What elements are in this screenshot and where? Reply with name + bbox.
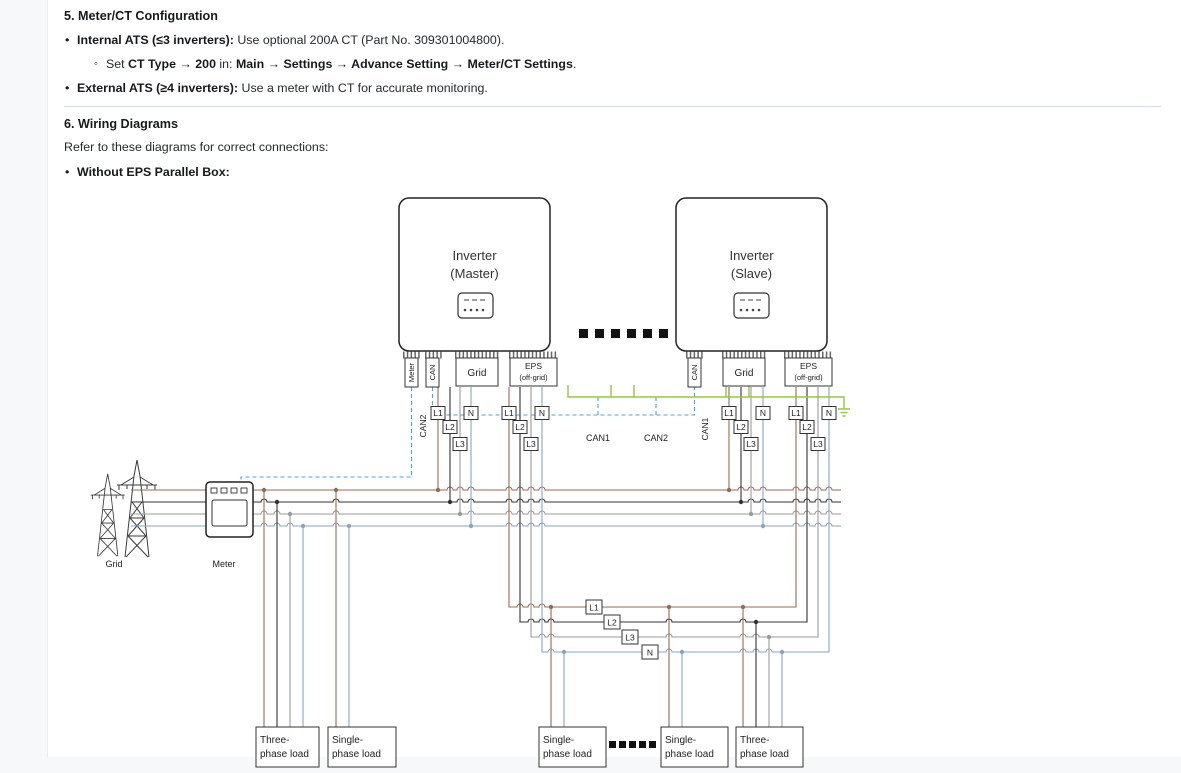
- terminal-l1: L1: [724, 408, 734, 418]
- inverter-master-label: Inverter: [452, 248, 497, 263]
- section6-list: Without EPS Parallel Box:: [64, 165, 1161, 179]
- load-label: Three-: [740, 735, 769, 746]
- grid-port-label: Grid: [735, 368, 754, 379]
- terminal-labels: L1 N L2 L3 L1 N L2 L3 L1 N L2 L3 L1 N L2…: [431, 407, 836, 451]
- ct-type-mid: in:: [216, 57, 236, 71]
- bullet-without-eps: Without EPS Parallel Box:: [64, 165, 1161, 179]
- ct-type-bold: CT Type → 200: [128, 57, 216, 71]
- inverter-ports: Meter CAN Grid EPS (off-grid) CAN Grid E…: [405, 358, 832, 387]
- can-port-label: CAN: [428, 365, 437, 381]
- wiring-diagram-svg: PE Inverter (Master) Inverter: [81, 189, 857, 769]
- terminal-l3: L3: [455, 439, 465, 449]
- terminal-l3: L3: [526, 439, 536, 449]
- grid-towers-icon: [91, 460, 157, 557]
- inverter-slave-sublabel: (Slave): [731, 266, 772, 281]
- terminal-l3: L3: [813, 439, 823, 449]
- bullet-external-ats: External ATS (≥4 inverters): Use a meter…: [64, 81, 1161, 95]
- load-label: Three-: [260, 735, 289, 746]
- can-port-label: CAN: [690, 365, 699, 381]
- single-phase-load-box: [661, 727, 728, 767]
- more-inverters-ellipsis-icon: [579, 329, 668, 338]
- load-label: phase load: [543, 749, 592, 760]
- terminal-n: N: [539, 408, 545, 418]
- terminal-l1: L1: [504, 408, 514, 418]
- inverter-slave-label: Inverter: [729, 248, 774, 263]
- bus-n: N: [647, 648, 653, 658]
- internal-ats-bold: Internal ATS (≤3 inverters):: [77, 33, 234, 47]
- load-label: phase load: [332, 749, 381, 760]
- single-phase-load-box: [539, 727, 606, 767]
- section6-intro: Refer to these diagrams for correct conn…: [64, 140, 1161, 154]
- section6-heading: 6. Wiring Diagrams: [64, 117, 1161, 132]
- sub-bullet-ct-type: Set CT Type → 200 in: Main → Settings → …: [93, 57, 1161, 71]
- wiring-diagram: PE Inverter (Master) Inverter: [81, 189, 1161, 772]
- ground-symbol-icon: [838, 409, 850, 416]
- meter-comm-line: [241, 387, 412, 482]
- eps-load-wires: [551, 607, 782, 727]
- bullet-internal-ats: Internal ATS (≤3 inverters): Use optiona…: [64, 33, 1161, 72]
- terminal-n: N: [826, 408, 832, 418]
- load-label: phase load: [665, 749, 714, 760]
- display-icon: [458, 293, 493, 318]
- terminal-n: N: [760, 408, 766, 418]
- meter-device-icon: [206, 482, 253, 537]
- bus-l3: L3: [625, 633, 635, 643]
- display-icon: [734, 293, 769, 318]
- eps-port-label: EPS: [800, 361, 817, 371]
- ct-type-pre: Set: [106, 57, 128, 71]
- load-label: phase load: [260, 749, 309, 760]
- terminal-l1: L1: [433, 408, 443, 418]
- terminal-l2: L2: [445, 422, 455, 432]
- load-boxes: Three- phase load Single- phase load Sin…: [256, 727, 803, 767]
- section5-sublist: Set CT Type → 200 in: Main → Settings → …: [77, 57, 1161, 71]
- terminal-l3: L3: [746, 439, 756, 449]
- eps-bus-labels: L1 L2 L3 N: [586, 600, 658, 659]
- section5-heading: 5. Meter/CT Configuration: [64, 9, 1161, 24]
- bus-l2: L2: [607, 618, 617, 628]
- ct-type-end: .: [573, 57, 576, 71]
- terminal-l1: L1: [791, 408, 801, 418]
- more-loads-ellipsis-icon: [609, 741, 656, 748]
- three-phase-load-box: [736, 727, 803, 767]
- grid-caption: Grid: [105, 559, 122, 569]
- pe-line: PE: [568, 385, 850, 422]
- section-divider: [64, 106, 1161, 107]
- can1-rotated-label: CAN1: [700, 418, 710, 441]
- meter-caption: Meter: [212, 559, 235, 569]
- load-label: Single-: [665, 735, 696, 746]
- without-eps-bold: Without EPS Parallel Box:: [77, 165, 230, 179]
- meter-port-label: Meter: [407, 363, 416, 383]
- ct-type-path-bold: Main → Settings → Advance Setting → Mete…: [236, 57, 573, 71]
- inverter-slave: Inverter (Slave): [676, 198, 827, 351]
- grid-port-label: Grid: [468, 368, 487, 379]
- comm-lines: [241, 387, 695, 482]
- external-ats-text: Use a meter with CT for accurate monitor…: [238, 81, 488, 95]
- can1-label: CAN1: [586, 433, 610, 443]
- document-content: 5. Meter/CT Configuration Internal ATS (…: [47, 0, 1181, 757]
- section5-list: Internal ATS (≤3 inverters): Use optiona…: [64, 33, 1161, 96]
- load-label: phase load: [740, 749, 789, 760]
- load-label: Single-: [332, 735, 363, 746]
- internal-ats-text: Use optional 200A CT (Part No. 309301004…: [234, 33, 504, 47]
- eps-port-sublabel: (off-grid): [794, 373, 823, 382]
- terminal-l2: L2: [515, 422, 525, 432]
- single-phase-load-box: [328, 727, 396, 767]
- inverter-master: Inverter (Master): [399, 198, 550, 351]
- inverter-master-sublabel: (Master): [450, 266, 498, 281]
- eps-port-label: EPS: [525, 361, 542, 371]
- terminal-l2: L2: [802, 422, 812, 432]
- terminal-n: N: [468, 408, 474, 418]
- bus-l1: L1: [589, 603, 599, 613]
- external-ats-bold: External ATS (≥4 inverters):: [77, 81, 238, 95]
- three-phase-load-box: [256, 727, 319, 767]
- load-label: Single-: [543, 735, 574, 746]
- terminal-l2: L2: [736, 422, 746, 432]
- eps-port-sublabel: (off-grid): [519, 373, 548, 382]
- can2-label: CAN2: [644, 433, 668, 443]
- can2-rotated-label: CAN2: [418, 415, 428, 438]
- grid-port-wires: [438, 387, 763, 526]
